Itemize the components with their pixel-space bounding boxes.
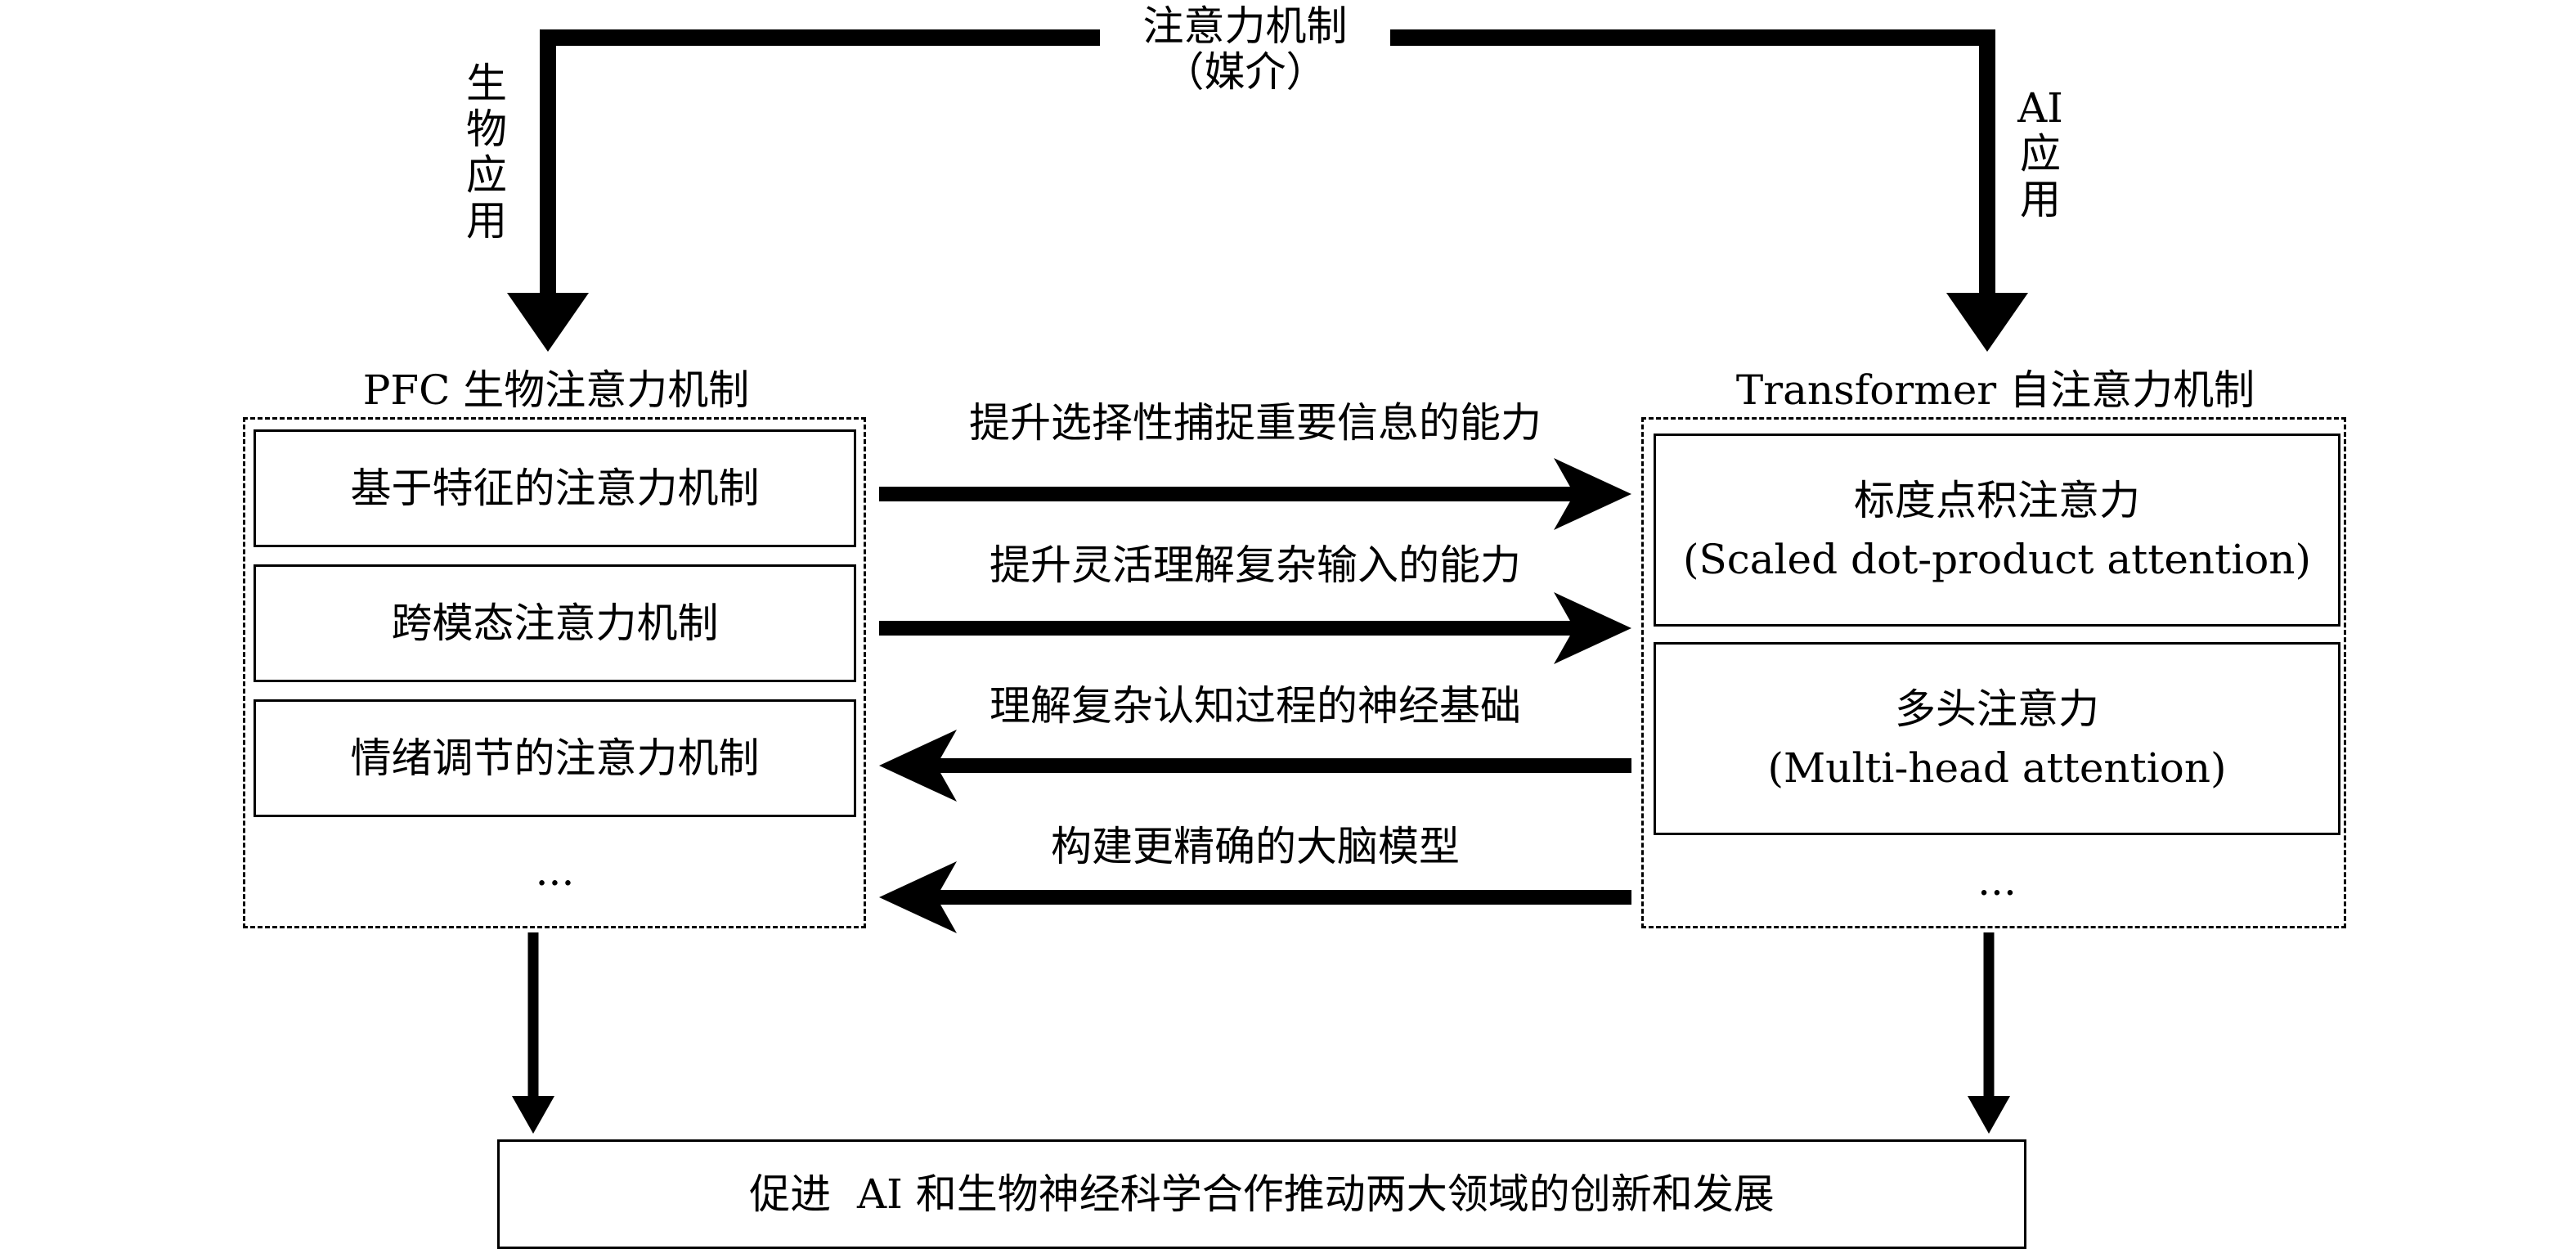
left-group-container: [243, 417, 866, 928]
left-item-feature-attention: 基于特征的注意力机制: [254, 429, 856, 547]
arrow-3-label: 理解复杂认知过程的神经基础: [990, 682, 1521, 730]
left-group-ellipsis: ...: [535, 847, 575, 895]
right-group-container: [1641, 417, 2346, 928]
mediator-line-2: （媒介）: [1163, 48, 1327, 96]
down-arrow-left-head: [512, 1096, 554, 1134]
mediator-line-1: 注意力机制: [1142, 2, 1348, 50]
right-group-ellipsis: ...: [1977, 857, 2017, 905]
arrow-1-head: [1554, 458, 1631, 530]
arrow-3-head: [879, 730, 957, 802]
right-item-multi-head: 多头注意力 (Multi-head attention): [1654, 642, 2340, 835]
left-group-title: PFC 生物注意力机制: [362, 366, 750, 414]
arrow-4-head: [879, 861, 957, 933]
right-group-title: Transformer 自注意力机制: [1735, 366, 2255, 414]
left-item-emotion-attention: 情绪调节的注意力机制: [254, 699, 856, 817]
arrow-1-label: 提升选择性捕捉重要信息的能力: [969, 399, 1542, 447]
left-item-crossmodal-attention: 跨模态注意力机制: [254, 564, 856, 682]
down-arrowhead-left: [507, 293, 589, 352]
top-right-connector: [1390, 29, 1995, 311]
top-left-connector: [540, 29, 1100, 311]
mediator-title: 注意力机制 （媒介）: [1100, 3, 1390, 95]
ai-application-label: AI 应 用: [2017, 84, 2063, 223]
down-arrow-right-head: [1968, 1096, 2010, 1134]
right-item-scaled-dot-product: 标度点积注意力 (Scaled dot-product attention): [1654, 434, 2340, 627]
arrow-2-head: [1554, 592, 1631, 664]
arrow-2-label: 提升灵活理解复杂输入的能力: [990, 541, 1521, 589]
conclusion-box: 促进 AI 和生物神经科学合作推动两大领域的创新和发展: [497, 1139, 2026, 1249]
down-arrowhead-right: [1946, 293, 2028, 352]
biology-application-label: 生 物 应 用: [466, 60, 507, 245]
arrow-4-label: 构建更精确的大脑模型: [1051, 823, 1460, 870]
